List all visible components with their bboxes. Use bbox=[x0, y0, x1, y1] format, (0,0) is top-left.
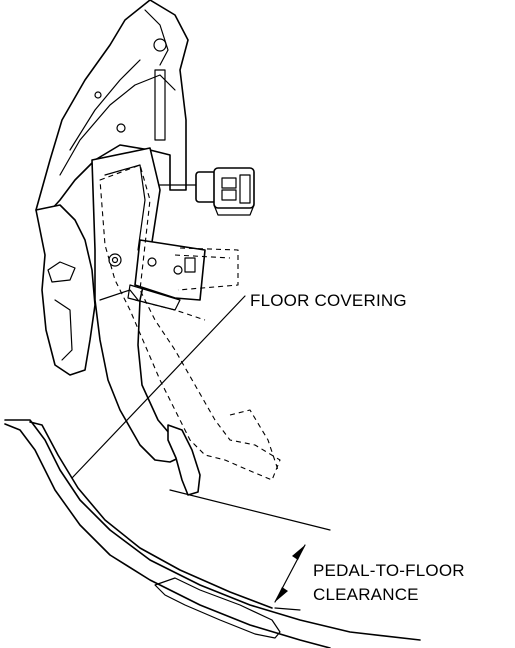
depressed-pedal-outline bbox=[99, 164, 281, 481]
floor-panel bbox=[4, 419, 421, 648]
clearance-label-line2: CLEARANCE bbox=[313, 585, 419, 604]
clearance-label-line1: PEDAL-TO-FLOOR bbox=[313, 561, 465, 580]
floor-covering-label: FLOOR COVERING bbox=[250, 291, 407, 310]
clearance-dimension-arrow bbox=[274, 544, 306, 611]
pedal-bracket bbox=[35, 0, 189, 221]
pivot-bracket bbox=[127, 239, 206, 311]
side-plate bbox=[35, 204, 96, 376]
switch-connector bbox=[159, 167, 255, 216]
pedal-pad bbox=[167, 424, 201, 496]
leader-lines bbox=[71, 295, 331, 531]
pedal-arm bbox=[91, 147, 186, 463]
